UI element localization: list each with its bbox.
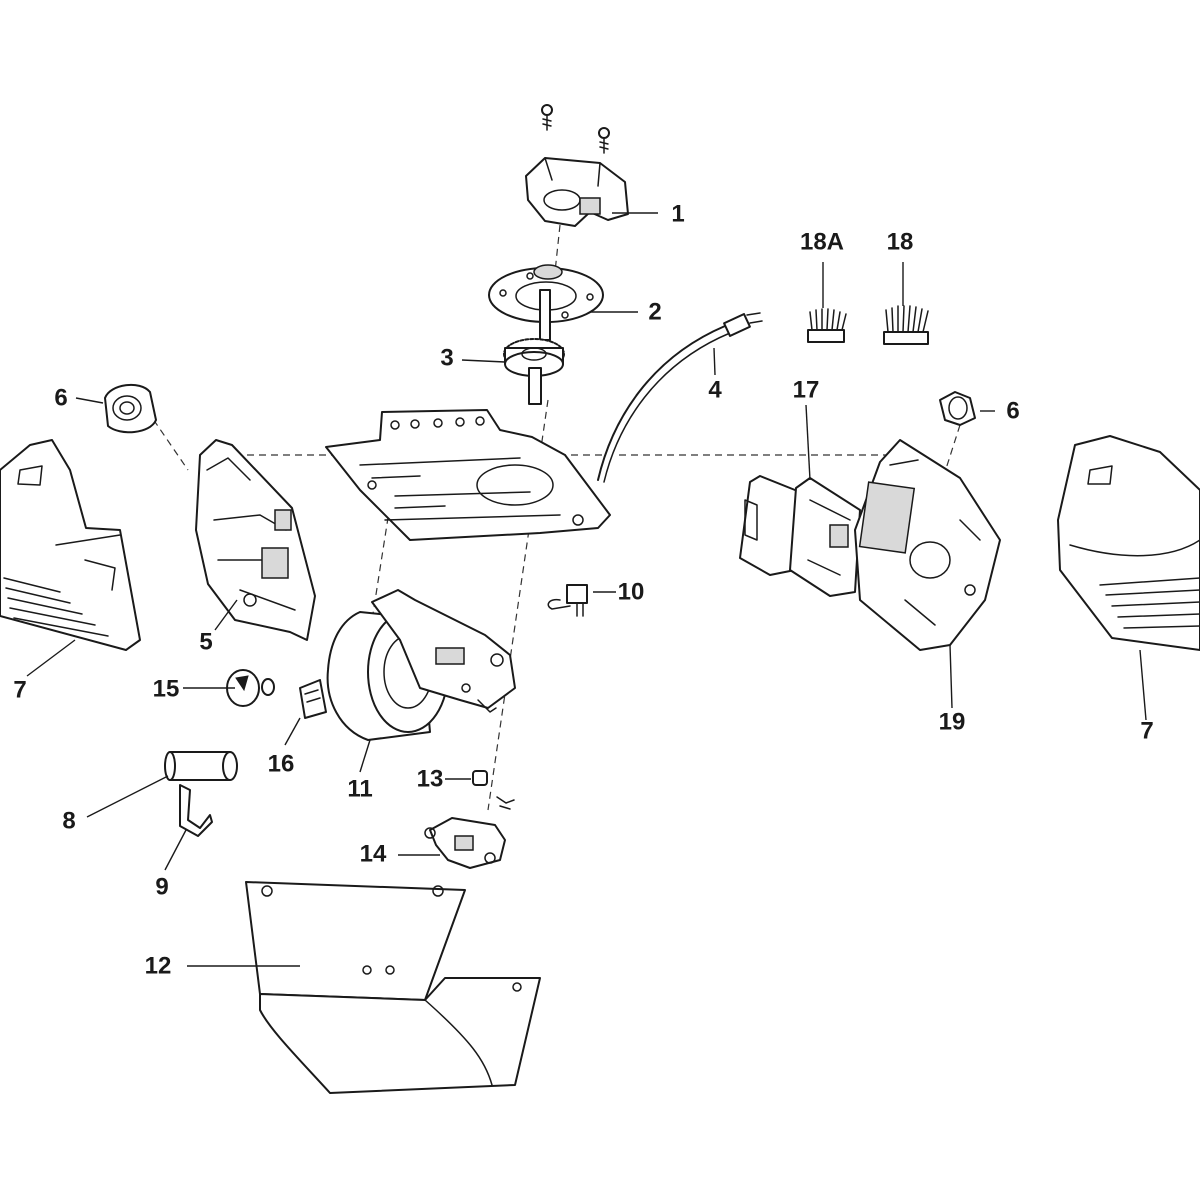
screw-icon bbox=[541, 104, 553, 131]
leader-lines bbox=[26, 212, 1147, 967]
part-18a-connector bbox=[807, 308, 847, 343]
callout-16: 16 bbox=[268, 751, 295, 778]
callout-8: 8 bbox=[62, 808, 75, 835]
callout-5: 5 bbox=[199, 629, 212, 656]
callout-19: 19 bbox=[939, 709, 966, 736]
callout-7-right: 7 bbox=[1140, 718, 1153, 745]
part-18-connector bbox=[883, 305, 929, 345]
chassis-frame bbox=[325, 409, 611, 541]
part-10-switch bbox=[547, 584, 588, 617]
callout-17: 17 bbox=[793, 377, 820, 404]
callout-11: 11 bbox=[347, 776, 372, 803]
part-9-capacitor-bracket bbox=[179, 784, 213, 837]
screw-icon bbox=[598, 127, 610, 154]
part-3-drive-gear bbox=[503, 338, 565, 405]
part-5-left-end-panel bbox=[195, 439, 316, 641]
part-8-capacitor bbox=[164, 751, 238, 781]
callout-10: 10 bbox=[618, 579, 645, 606]
callout-15: 15 bbox=[153, 676, 180, 703]
callout-2: 2 bbox=[648, 299, 661, 326]
part-16-relay bbox=[299, 679, 327, 719]
callout-13: 13 bbox=[417, 766, 444, 793]
part-19-right-end-panel bbox=[854, 439, 1001, 651]
part-15-pulley bbox=[226, 669, 275, 707]
callout-18a: 18A bbox=[800, 229, 844, 256]
callout-4: 4 bbox=[708, 377, 722, 404]
part-17-logic-board bbox=[739, 475, 861, 597]
callout-6-right: 6 bbox=[1006, 398, 1019, 425]
callout-3: 3 bbox=[440, 345, 453, 372]
callout-1: 1 bbox=[671, 201, 684, 228]
part-7-right-cover bbox=[1057, 435, 1200, 651]
callout-labels: 1 2 3 4 5 6 6 7 7 8 9 10 11 12 13 14 15 … bbox=[13, 201, 1153, 980]
callout-7-left: 7 bbox=[13, 677, 26, 704]
part-6-bushing-right bbox=[939, 391, 976, 426]
part-12-bottom-cover bbox=[245, 881, 541, 1094]
part-4-power-cord bbox=[597, 312, 763, 483]
part-6-bushing-left bbox=[104, 383, 157, 434]
part-14-limit-assembly bbox=[424, 817, 506, 869]
callout-6-left: 6 bbox=[54, 385, 67, 412]
part-13-clip bbox=[472, 770, 515, 810]
callout-14: 14 bbox=[360, 841, 387, 868]
callout-18: 18 bbox=[887, 229, 914, 256]
callout-9: 9 bbox=[155, 874, 168, 901]
part-11-motor bbox=[326, 589, 516, 741]
part-7-left-cover bbox=[0, 439, 141, 651]
part-1-trolley-bracket bbox=[525, 157, 629, 227]
callout-12: 12 bbox=[145, 953, 172, 980]
part-2-sprocket-plate bbox=[488, 264, 604, 341]
